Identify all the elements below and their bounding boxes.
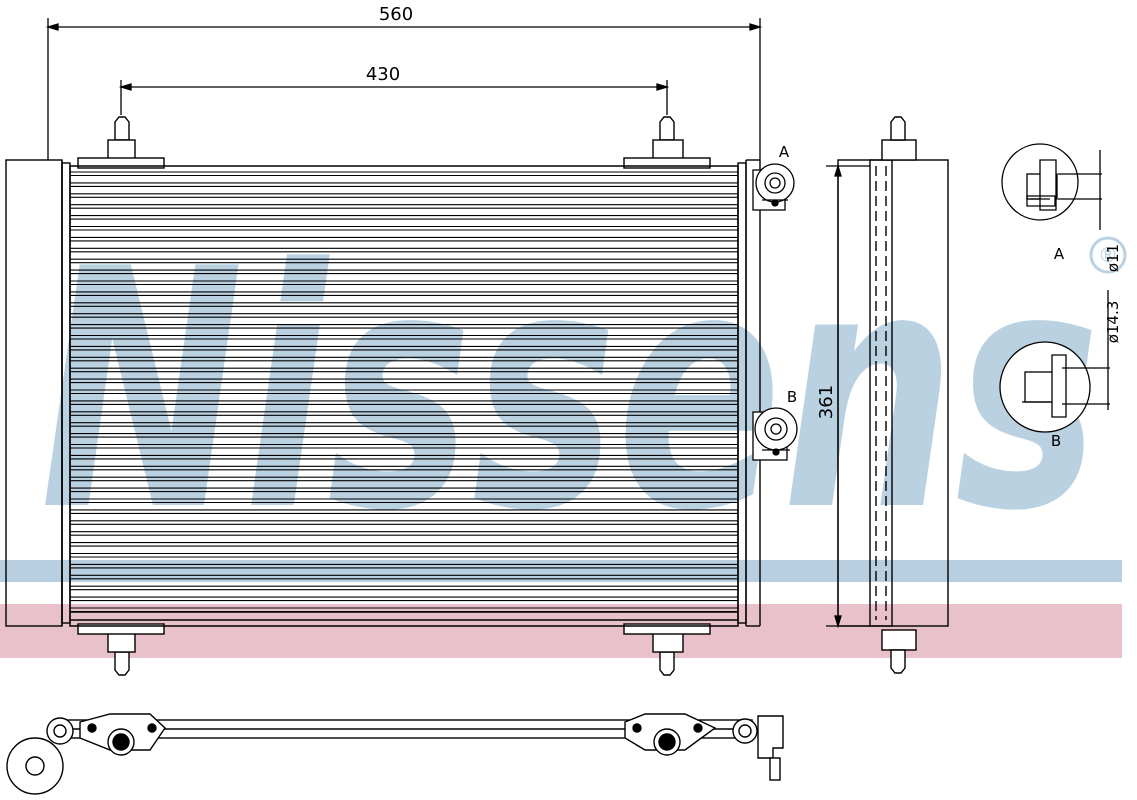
label-b-side: B [787,388,797,406]
registered-mark: ® [1098,243,1118,267]
pink-band [0,604,1122,658]
label-a-side: A [779,143,790,161]
connector-b [752,407,798,461]
connector-a [752,163,795,211]
dimension-430-label: 430 [366,64,400,85]
diameter-a-label: ø11 [1104,244,1122,272]
label-b-detail: B [1051,432,1061,450]
core-fins [70,171,738,613]
right-tank [737,159,761,627]
detail-b [999,290,1110,433]
side-view [837,116,949,674]
nissens-watermark: Nissens ® [40,199,1127,583]
diameter-b-label: ø14.3 [1104,301,1122,344]
dimension-430 [118,80,670,115]
registered-mark-circle [1089,236,1127,274]
bottom-view [6,713,784,795]
dimension-361-label: 361 [816,385,837,419]
dimension-361 [826,163,870,629]
blue-band [0,560,1122,582]
dimension-560-label: 560 [379,4,413,25]
mounting-pins [77,116,711,676]
label-a-detail: A [1054,245,1065,263]
detail-a [1001,143,1102,230]
watermark-text: Nissens [40,199,1100,583]
dimension-560 [45,18,763,160]
